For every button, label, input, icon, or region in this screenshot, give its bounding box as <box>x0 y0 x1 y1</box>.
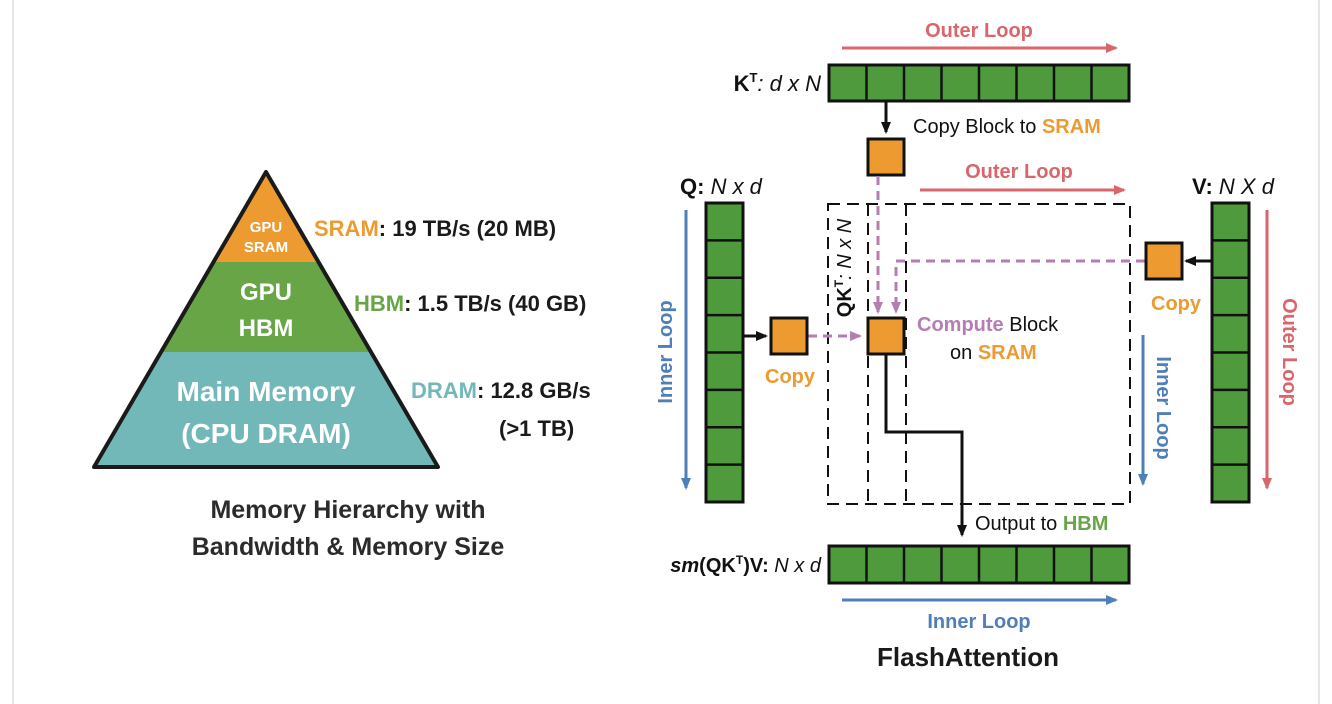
stat-sram-name: SRAM <box>314 216 379 241</box>
stat-dram: DRAM: 12.8 GB/s <box>411 378 591 403</box>
pyramid-dram-tier <box>94 352 438 467</box>
stat-hbm-value: : 1.5 TB/s (40 GB) <box>404 291 586 316</box>
qkt-outer-dashed-box <box>827 203 1131 505</box>
stat-sram: SRAM: 19 TB/s (20 MB) <box>314 216 556 241</box>
output-matrix <box>827 544 1131 585</box>
v-label: V: N X d <box>1192 174 1275 199</box>
v-matrix <box>1210 201 1251 504</box>
bandwidth-stats: SRAM: 19 TB/s (20 MB) HBM: 1.5 TB/s (40 … <box>314 216 591 441</box>
pyramid-outline <box>92 170 440 469</box>
q-label: Q: N x d <box>680 174 763 199</box>
pyramid-dram-label-1: Main Memory <box>177 376 356 407</box>
outer-loop-top-label: Outer Loop <box>925 20 1033 42</box>
output-arrow <box>884 354 967 537</box>
pyramid-sram-label-2: SRAM <box>244 239 288 256</box>
flash-title: FlashAttention <box>877 642 1059 672</box>
stat-hbm: HBM: 1.5 TB/s (40 GB) <box>354 291 586 316</box>
sram-compute-block <box>866 316 906 356</box>
sram-block-k <box>866 137 906 177</box>
kt-label: KT: d x N <box>734 70 822 96</box>
compute-label-line1: Compute Block <box>917 314 1059 336</box>
pyramid-sram-tier <box>214 172 318 262</box>
stat-sram-value: : 19 TB/s (20 MB) <box>379 216 556 241</box>
frame-border-right <box>1318 0 1320 704</box>
outer-loop-right-label: Outer Loop <box>1278 298 1300 406</box>
kt-matrix <box>827 63 1131 103</box>
v-matrix-cells <box>1212 239 1249 466</box>
sram-block-v <box>1144 241 1184 281</box>
stat-dram-size: (>1 TB) <box>499 416 574 441</box>
inner-loop-bottom-label: Inner Loop <box>927 611 1030 633</box>
qkt-label: QKT: N x N <box>832 218 856 317</box>
output-label-matrix: sm(QKT)V: N x d <box>670 553 822 577</box>
outer-loop-mid-label: Outer Loop <box>965 161 1073 183</box>
stat-dram-value: : 12.8 GB/s <box>477 378 591 403</box>
kt-matrix-cells <box>865 65 1093 101</box>
stat-dram-name: DRAM <box>411 378 477 403</box>
q-matrix-cells <box>706 239 743 466</box>
pyramid-sram-label-1: GPU <box>250 219 283 236</box>
frame-border-left <box>12 0 14 704</box>
compute-label-line2: on SRAM <box>950 342 1037 364</box>
copy-right-label: Copy <box>1151 293 1202 315</box>
copy-block-label: Copy Block to SRAM <box>913 116 1101 138</box>
q-matrix <box>704 201 745 504</box>
output-label: Output to HBM <box>975 513 1108 535</box>
inner-loop-right-label: Inner Loop <box>1152 356 1174 459</box>
left-caption-line1: Memory Hierarchy with <box>210 496 485 524</box>
pyramid-hbm-label-1: GPU <box>240 279 292 306</box>
left-caption-line2: Bandwidth & Memory Size <box>192 533 505 561</box>
pyramid-hbm-tier <box>162 262 370 352</box>
inner-loop-left-label: Inner Loop <box>655 300 677 403</box>
output-matrix-cells <box>865 546 1093 583</box>
sram-block-q <box>769 316 809 356</box>
purple-dashed-v-to-compute <box>891 259 1145 314</box>
pyramid-dram-label-2: (CPU DRAM) <box>181 418 351 449</box>
pyramid-hbm-label-2: HBM <box>239 315 294 342</box>
memory-pyramid: GPU SRAM GPU HBM Main Memory (CPU DRAM) <box>92 170 440 469</box>
stat-hbm-name: HBM <box>354 291 404 316</box>
qkt-region <box>827 203 1131 505</box>
copy-left-label: Copy <box>765 366 816 388</box>
